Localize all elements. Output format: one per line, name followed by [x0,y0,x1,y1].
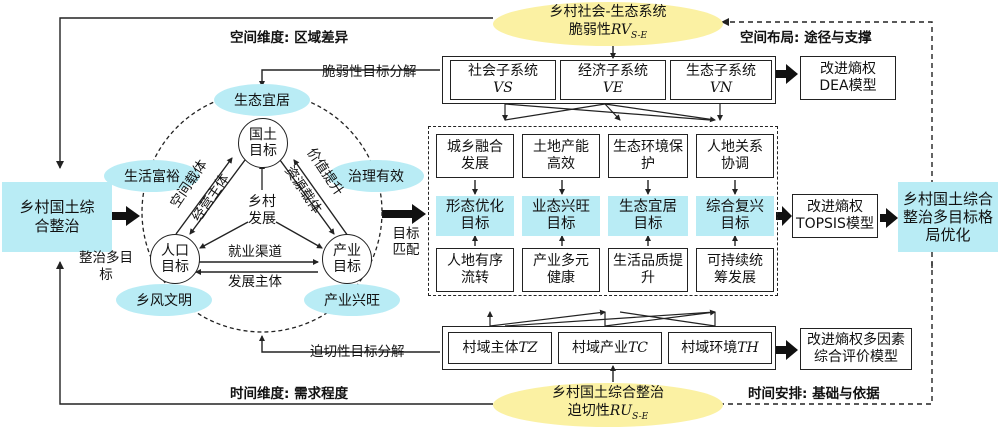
bottom-oval-line2: 迫切性RUS-E [567,403,649,422]
top-oval-line1: 乡村社会-生态系统 [549,4,667,21]
edge-label-development-subject: 发展主体 [228,274,282,290]
pill-rural-civility: 乡风文明 [116,284,212,316]
label-multi-objective: 整治多目标 [79,250,133,283]
pill-effective-governance: 治理有效 [328,160,424,192]
pill-affluent-life: 生活富裕 [104,160,200,192]
label-spatial-dimension: 空间维度: 区域差异 [230,30,349,46]
label-urgency-decomposition: 迫切性目标分解 [310,344,405,360]
box-multifactor-model: 改进熵权多因素综合评价模型 [800,328,912,370]
box-industry-prosperity-goal: 业态兴旺目标 [522,196,600,236]
label-rural-development: 乡村发展 [248,194,276,227]
box-topsis-model: 改进熵权TOPSIS模型 [792,194,878,238]
label-time-arrangement: 时间安排: 基础与依据 [748,386,880,402]
edge-label-employment-channel: 就业渠道 [228,244,282,260]
right-box-pattern-optimization: 乡村国土综合整治多目标格局优化 [898,182,998,252]
label-vulnerability-decomposition: 脆弱性目标分解 [322,64,417,80]
label-time-dimension: 时间维度: 需求程度 [230,386,349,402]
node-land-goal: 国土目标 [238,118,288,168]
bottom-oval-urgency: 乡村国土综合整治 迫切性RUS-E [493,383,723,427]
box-human-land-relation: 人地关系协调 [696,134,774,178]
urgency-frame [442,326,776,370]
pill-industry-prosperity: 产业兴旺 [304,284,400,316]
box-orderly-transfer: 人地有序流转 [436,248,514,292]
box-form-optimization-goal: 形态优化目标 [436,196,514,236]
top-oval-line2: 脆弱性RVS-E [568,22,648,41]
bottom-oval-line1: 乡村国土综合整治 [552,385,664,402]
node-industry-goal: 产业目标 [322,234,372,284]
box-comprehensive-revival-goal: 综合复兴目标 [696,196,774,236]
left-box-land-consolidation: 乡村国土综合整治 [2,182,112,252]
label-spatial-layout: 空间布局: 途径与支撑 [740,30,872,46]
box-urban-rural-integration: 城乡融合发展 [436,134,514,178]
vulnerability-frame [442,56,776,104]
matrix-frame [428,126,778,296]
box-ecological-livable-goal: 生态宜居目标 [608,196,688,236]
box-eco-protection: 生态环境保护 [608,134,688,178]
box-industry-diversity: 产业多元健康 [522,248,600,292]
box-dea-model: 改进熵权DEA模型 [800,56,896,100]
box-life-quality: 生活品质提升 [608,248,688,292]
label-goal-matching: 目标匹配 [392,226,420,258]
box-land-productivity: 土地产能高效 [522,134,600,178]
node-population-goal: 人口目标 [150,234,200,284]
pill-ecological-livable: 生态宜居 [214,84,310,116]
top-oval-vulnerability: 乡村社会-生态系统 脆弱性RVS-E [493,2,723,46]
box-sustainable-development: 可持续统筹发展 [696,248,774,292]
